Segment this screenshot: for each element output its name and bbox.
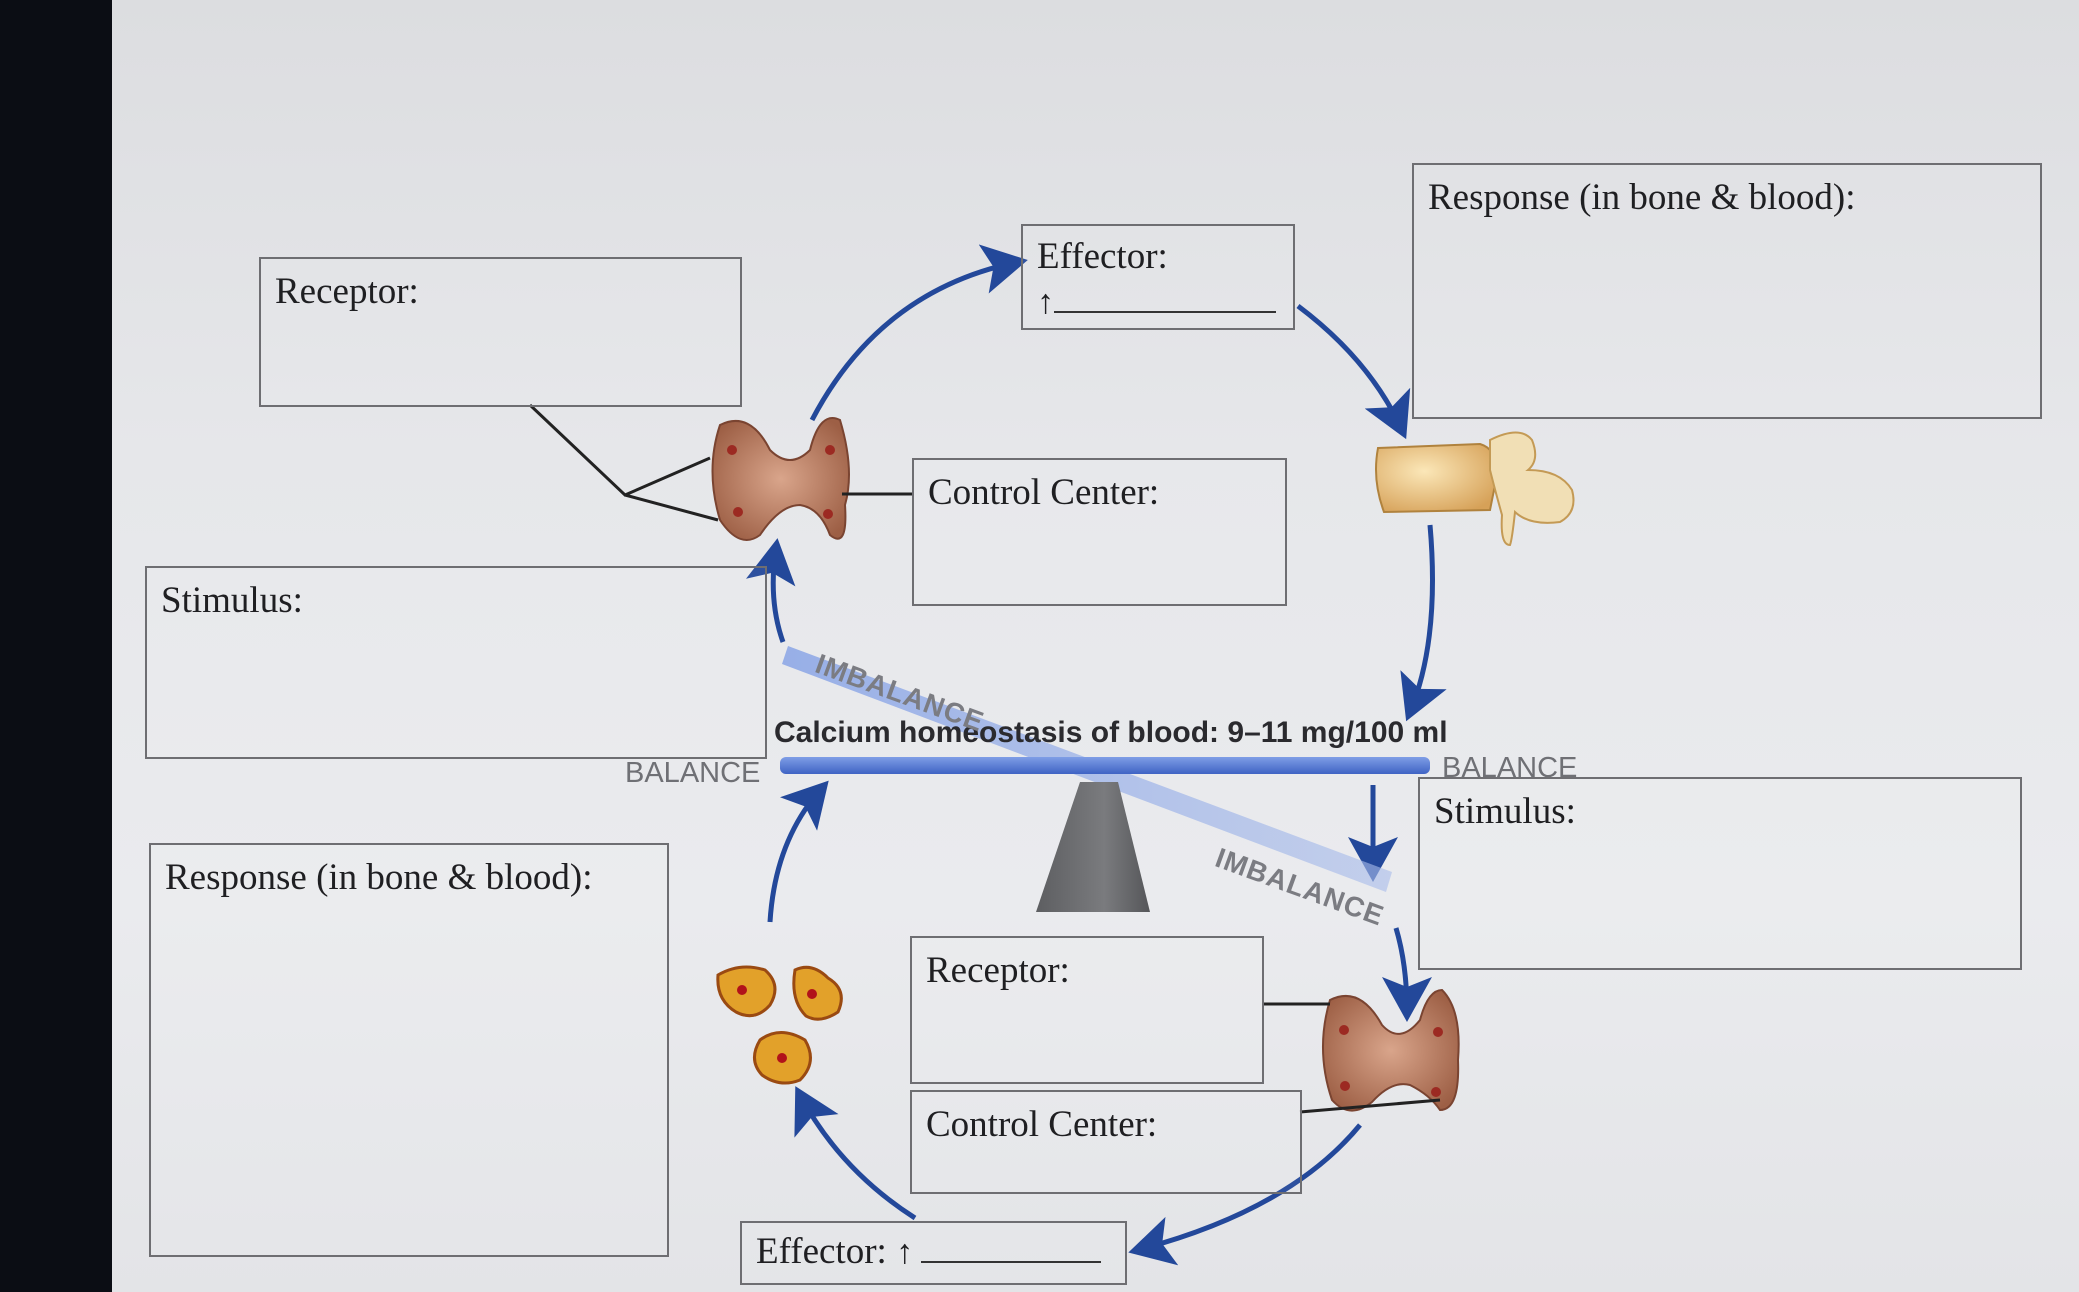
upper-control-center-box[interactable]: Control Center: xyxy=(912,458,1287,606)
lower-control-center-label: Control Center: xyxy=(926,1104,1158,1145)
bone-fragments-icon xyxy=(716,965,843,1085)
lower-effector-label: Effector: xyxy=(756,1231,887,1272)
up-arrow-icon: ↑ xyxy=(896,1234,914,1271)
seesaw-balance-bar xyxy=(780,757,1430,774)
lower-effector-box[interactable]: Effector: ↑ xyxy=(740,1221,1127,1285)
arrow-receptor-to-effector xyxy=(809,244,1028,422)
lower-response-label: Response (in bone & blood): xyxy=(165,857,593,898)
lower-control-center-box[interactable]: Control Center: xyxy=(910,1090,1302,1194)
balance-label-left: BALANCE xyxy=(625,757,761,789)
lower-receptor-box[interactable]: Receptor: xyxy=(910,936,1264,1084)
arrow-bone-to-balance xyxy=(767,780,829,923)
upper-control-center-label: Control Center: xyxy=(928,472,1160,513)
upper-effector-label: Effector: xyxy=(1037,236,1168,277)
lower-stimulus-label: Stimulus: xyxy=(1434,791,1576,832)
worksheet xyxy=(112,0,2079,1292)
vertebra-bone-icon xyxy=(1375,431,1575,547)
diagram-title: Calcium homeostasis of blood: 9–11 mg/10… xyxy=(774,716,1448,749)
upper-receptor-label: Receptor: xyxy=(275,271,419,312)
receptor-connector xyxy=(528,403,719,522)
up-arrow-icon: ↑ xyxy=(1037,283,1054,321)
upper-effector-box[interactable]: Effector: ↑ xyxy=(1021,224,1295,330)
arrow-response-to-balance xyxy=(1400,524,1447,722)
upper-stimulus-label: Stimulus: xyxy=(161,580,303,621)
arrow-effector-to-response xyxy=(1296,304,1411,440)
lower-stimulus-box[interactable]: Stimulus: xyxy=(1418,777,2022,970)
arrow-control-to-effector xyxy=(1128,1123,1362,1266)
upper-response-box[interactable]: Response (in bone & blood): xyxy=(1412,163,2042,419)
arrow-imbalance-to-thyroid xyxy=(745,538,796,643)
upper-receptor-box[interactable]: Receptor: xyxy=(259,257,742,407)
upper-response-label: Response (in bone & blood): xyxy=(1428,177,1856,218)
arrow-imbalance-to-parathyroid xyxy=(1381,927,1432,1022)
seesaw-fulcrum xyxy=(1036,782,1150,912)
thyroid-gland-icon xyxy=(711,417,850,541)
thyroid-gland-icon xyxy=(1321,988,1460,1112)
lower-response-box[interactable]: Response (in bone & blood): xyxy=(149,843,669,1257)
lower-receptor-label: Receptor: xyxy=(926,950,1070,991)
arrow-effector-to-bone xyxy=(794,1086,917,1221)
upper-stimulus-box[interactable]: Stimulus: xyxy=(145,566,767,759)
control-center-connector-lower xyxy=(1299,1098,1441,1114)
lower-effector-blank[interactable] xyxy=(921,1261,1102,1263)
upper-effector-blank[interactable] xyxy=(1054,310,1276,313)
